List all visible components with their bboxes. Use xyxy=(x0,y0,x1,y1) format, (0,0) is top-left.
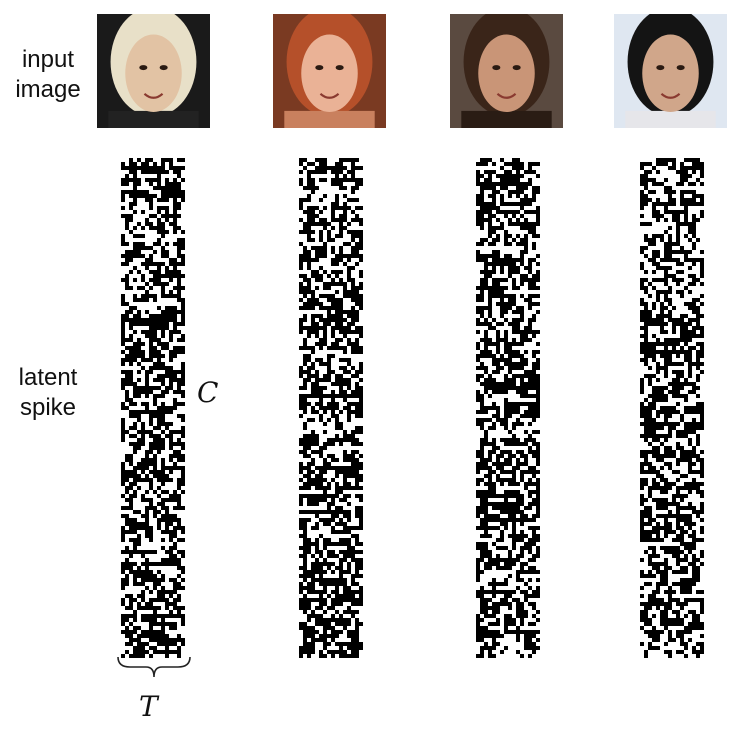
latent-spike-row-label: latent spike xyxy=(8,363,88,423)
latent-spike-raster-2 xyxy=(299,158,363,658)
latent-spike-raster-4 xyxy=(640,158,704,658)
channel-axis-label: C xyxy=(197,376,219,409)
red-haired-girl-face xyxy=(273,14,386,128)
input-image-row-label: input image xyxy=(8,45,88,105)
input-image-2 xyxy=(273,14,386,128)
latent-spike-label-text: latent spike xyxy=(18,364,78,421)
input-image-1 xyxy=(97,14,210,128)
input-image-3 xyxy=(450,14,563,128)
time-axis-label: T xyxy=(139,690,158,723)
young-man-face xyxy=(614,14,727,128)
dark-haired-woman-face xyxy=(450,14,563,128)
elderly-woman-face xyxy=(97,14,210,128)
latent-spike-raster-1 xyxy=(121,158,185,658)
time-axis-brace xyxy=(117,656,191,678)
input-image-label-text: input image xyxy=(15,46,81,103)
latent-spike-raster-3 xyxy=(476,158,540,658)
input-image-4 xyxy=(614,14,727,128)
